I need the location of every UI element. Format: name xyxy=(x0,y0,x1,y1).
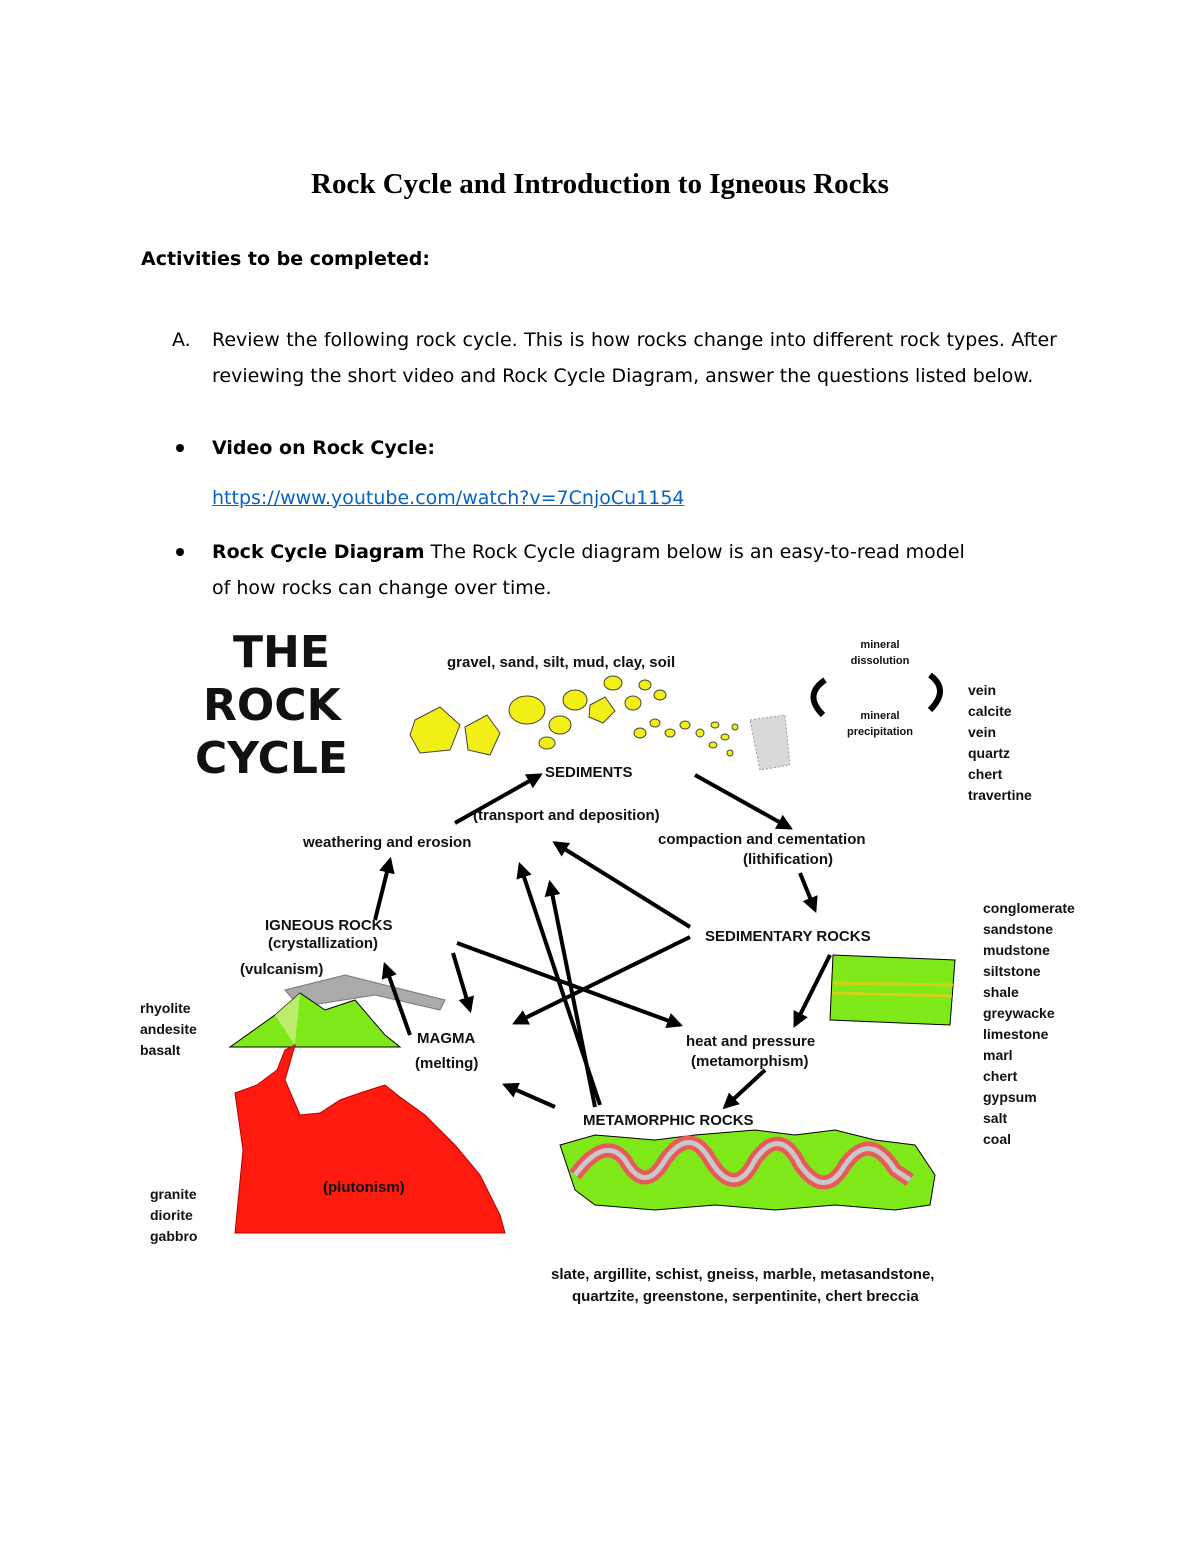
sedimentary-list-item: conglomerate xyxy=(983,900,1075,916)
weathering-label: weathering and erosion xyxy=(302,834,471,851)
vein-list-item: travertine xyxy=(968,787,1032,803)
heat-pressure-label-1: heat and pressure xyxy=(686,1033,815,1050)
diagram-heading-1: THE xyxy=(233,627,330,678)
sedimentary-list-item: shale xyxy=(983,984,1019,1000)
sediment-grains-illustration xyxy=(409,675,791,771)
sedimentary-rocks-label: SEDIMENTARY ROCKS xyxy=(705,928,871,945)
magma-label-1: MAGMA xyxy=(417,1030,475,1047)
sedimentary-layers-illustration xyxy=(829,954,956,1026)
vein-list-item: chert xyxy=(968,766,1003,782)
diagram-description-1: The Rock Cycle diagram below is an easy-… xyxy=(424,541,965,563)
plutonic-list-item: diorite xyxy=(150,1207,193,1223)
sedimentary-list-item: sandstone xyxy=(983,921,1053,937)
sedimentary-list-item: siltstone xyxy=(983,963,1041,979)
heat-pressure-label-2: (metamorphism) xyxy=(691,1053,809,1070)
sedimentary-list-item: gypsum xyxy=(983,1089,1037,1105)
video-label: Video on Rock Cycle: xyxy=(212,437,436,459)
compaction-label-2: (lithification) xyxy=(743,851,833,868)
igneous-label-2: (crystallization) xyxy=(268,935,378,952)
diagram-heading-2: ROCK xyxy=(203,680,343,731)
vein-list-item: calcite xyxy=(968,703,1012,719)
mineral-precipitation-label-2: precipitation xyxy=(847,726,913,738)
metamorphic-fold-illustration xyxy=(559,1129,936,1211)
mineral-loop-illustration xyxy=(810,672,943,718)
sedimentary-list-item: limestone xyxy=(983,1026,1049,1042)
plutonic-list-item: gabbro xyxy=(150,1228,197,1244)
sedimentary-list-item: marl xyxy=(983,1047,1013,1063)
sedimentary-list-item: chert xyxy=(983,1068,1018,1084)
sedimentary-list-item: mudstone xyxy=(983,942,1050,958)
volcanic-list-item: basalt xyxy=(140,1042,181,1058)
volcano-illustration xyxy=(228,974,446,1048)
video-link[interactable]: https://www.youtube.com/watch?v=7CnjoCu1… xyxy=(212,487,685,509)
sediments-label: SEDIMENTS xyxy=(545,764,633,781)
sediment-sources-label: gravel, sand, silt, mud, clay, soil xyxy=(447,654,675,671)
activities-heading: Activities to be completed: xyxy=(141,248,430,270)
rock-cycle-diagram: THE ROCK CYCLE gr xyxy=(140,627,1075,1305)
vein-list-item: vein xyxy=(968,724,996,740)
cycle-arrows xyxy=(373,773,832,1110)
volcanic-list: rhyolite andesite basalt xyxy=(140,1000,197,1058)
vein-list: vein calcite vein quartz chert travertin… xyxy=(968,682,1032,803)
metamorphic-list-1: slate, argillite, schist, gneiss, marble… xyxy=(551,1266,934,1283)
vein-list-item: quartz xyxy=(968,745,1010,761)
pluton-illustration xyxy=(234,1044,506,1234)
diagram-bullet-line1: Rock Cycle Diagram The Rock Cycle diagra… xyxy=(212,534,965,570)
sedimentary-list-item: salt xyxy=(983,1110,1007,1126)
mineral-precipitation-label-1: mineral xyxy=(860,710,899,722)
diagram-label: Rock Cycle Diagram xyxy=(212,541,425,563)
mineral-dissolution-label-2: dissolution xyxy=(851,655,910,667)
mineral-dissolution-label-1: mineral xyxy=(860,639,899,651)
volcanic-list-item: andesite xyxy=(140,1021,197,1037)
diagram-description-2: of how rocks can change over time. xyxy=(212,577,552,599)
metamorphic-list-2: quartzite, greenstone, serpentinite, che… xyxy=(572,1288,919,1305)
diagram-heading-3: CYCLE xyxy=(195,733,348,784)
sedimentary-list: conglomerate sandstone mudstone siltston… xyxy=(983,900,1075,1147)
sedimentary-list-item: coal xyxy=(983,1131,1011,1147)
sedimentary-list-item: greywacke xyxy=(983,1005,1055,1021)
vulcanism-label: (vulcanism) xyxy=(240,961,323,978)
vein-list-item: vein xyxy=(968,682,996,698)
igneous-label-1: IGNEOUS ROCKS xyxy=(265,917,393,934)
compaction-label-1: compaction and cementation xyxy=(658,831,866,848)
bullet-icon xyxy=(176,444,184,452)
plutonic-list-item: granite xyxy=(150,1186,197,1202)
transport-label: (transport and deposition) xyxy=(473,807,660,824)
item-a-text: Review the following rock cycle. This is… xyxy=(212,329,1057,387)
bullet-icon xyxy=(176,548,184,556)
plutonic-list: granite diorite gabbro xyxy=(150,1186,197,1244)
item-a-marker: A. xyxy=(172,329,191,351)
plutonism-label: (plutonism) xyxy=(323,1179,405,1196)
volcanic-list-item: rhyolite xyxy=(140,1000,191,1016)
document-title: Rock Cycle and Introduction to Igneous R… xyxy=(311,168,889,200)
magma-label-2: (melting) xyxy=(415,1055,478,1072)
metamorphic-rocks-label: METAMORPHIC ROCKS xyxy=(583,1112,754,1129)
